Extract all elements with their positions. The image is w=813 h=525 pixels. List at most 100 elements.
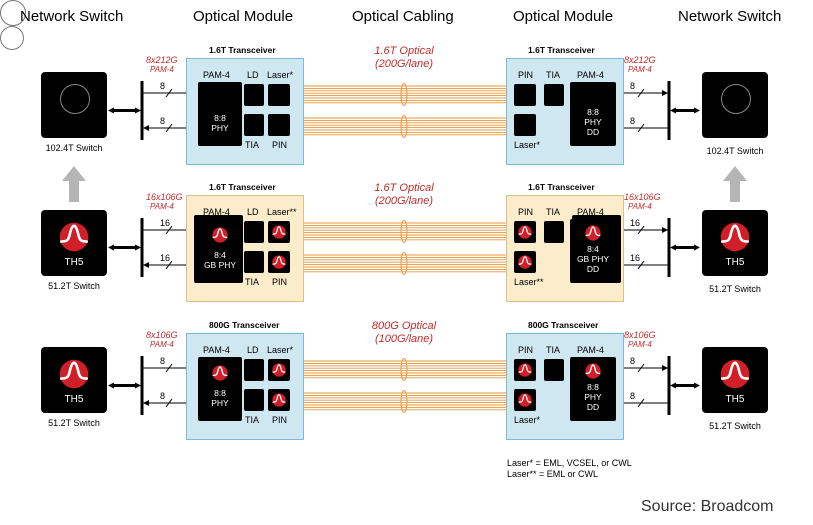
broadcom-logo-icon <box>272 255 286 269</box>
switch-chip-label: TH5 <box>725 257 745 268</box>
left-phy-chip <box>198 82 242 146</box>
right-bidirectional-arrow-icon-head-left <box>670 382 676 389</box>
right-lane-slash <box>637 225 645 235</box>
left-lane-arrow <box>143 400 149 406</box>
broadcom-logo-icon <box>518 363 532 377</box>
chip-outline-icon <box>0 26 24 50</box>
broadcom-logo-icon <box>720 359 750 389</box>
right-switch: TH5 <box>702 210 768 276</box>
fiber-bundle-tie <box>400 252 408 275</box>
right-lane-rate: 8x106G <box>624 330 656 340</box>
switch-chip-label: TH5 <box>64 257 84 268</box>
ld-label: LD <box>247 345 259 355</box>
left-pin-label: PIN <box>272 140 288 150</box>
right-bidirectional-arrow-icon-head-right <box>694 382 700 389</box>
broadcom-logo-icon <box>59 359 89 389</box>
left-pin-chip <box>268 114 290 136</box>
left-bidirectional-arrow-icon-head-left <box>108 244 114 251</box>
right-switch-caption: 102.4T Switch <box>706 146 764 156</box>
right-tia-chip <box>544 359 564 381</box>
left-transceiver-title: 800G Transceiver <box>209 320 280 330</box>
left-laser-chip <box>268 84 290 106</box>
broadcom-logo-icon <box>585 363 601 379</box>
right-transceiver-title: 1.6T Transceiver <box>528 182 595 192</box>
right-phy-text: 8:4 GB PHY DD <box>576 244 610 274</box>
right-switch-caption: 51.2T Switch <box>709 284 761 294</box>
left-lane-count-tx: 8 <box>160 81 166 91</box>
right-phy-chip <box>570 82 616 146</box>
left-bidirectional-arrow-icon-head-right <box>135 107 141 114</box>
right-lane-count-rx: 16 <box>630 253 641 263</box>
right-lane-slash <box>637 123 645 133</box>
left-lane-slash <box>165 123 173 133</box>
right-lane-arrow <box>662 90 668 96</box>
left-switch <box>41 72 107 138</box>
ld-chip <box>244 221 264 243</box>
broadcom-logo-icon <box>720 222 750 252</box>
source-credit: Source: Broadcom <box>641 498 774 515</box>
laser-footnote-single: Laser* = EML, VCSEL, or CWL <box>507 458 632 468</box>
left-lane-arrow <box>143 262 149 268</box>
left-lane-slash <box>165 260 173 270</box>
left-lane-modulation: PAM-4 <box>150 202 174 211</box>
right-lane-slash <box>637 260 645 270</box>
left-lane-rate: 16x106G <box>146 192 183 202</box>
left-lane-count-rx: 8 <box>160 116 166 126</box>
left-lane-slash <box>165 398 173 408</box>
header-network-switch-right: Network Switch <box>678 8 782 25</box>
left-upgrade-arrow-icon-shaft <box>69 180 79 202</box>
left-bidirectional-arrow-icon-head-left <box>108 382 114 389</box>
right-tia-label: TIA <box>546 207 561 217</box>
ld-label: LD <box>247 207 259 217</box>
right-phy-text: 8:8 PHY DD <box>584 107 602 137</box>
right-lane-rate: 8x212G <box>624 55 656 65</box>
right-lane-slash <box>637 363 645 373</box>
fiber-bundle-tie <box>400 83 408 106</box>
right-lane-modulation: PAM-4 <box>628 202 652 211</box>
fiber-bundle-tie <box>400 220 408 243</box>
right-pam-label: PAM-4 <box>577 345 604 355</box>
header-optical-cabling: Optical Cabling <box>352 8 454 25</box>
left-lane-count-tx: 8 <box>160 356 166 366</box>
right-laser-chip <box>514 114 536 136</box>
right-phy-text: 8:8 PHY DD <box>584 382 602 412</box>
switch-chip-label: TH5 <box>64 394 84 405</box>
left-lane-slash <box>165 225 173 235</box>
broadcom-logo-icon <box>272 393 286 407</box>
right-bidirectional-arrow-icon-head-right <box>694 107 700 114</box>
header-optical-module-right: Optical Module <box>513 8 614 25</box>
left-pam-label: PAM-4 <box>203 70 230 80</box>
left-pam-label: PAM-4 <box>203 207 230 217</box>
fiber-bundle-tie <box>400 115 408 138</box>
left-laser-label: Laser* <box>267 70 294 80</box>
optical-rate-label: 1.6T Optical (200G/lane) <box>374 45 434 70</box>
right-lane-arrow <box>662 227 668 233</box>
left-switch: TH5 <box>41 347 107 413</box>
header-optical-module-left: Optical Module <box>193 8 294 25</box>
ld-label: LD <box>247 70 259 80</box>
right-tia-label: TIA <box>546 70 561 80</box>
fiber-bundle-tie <box>400 390 408 413</box>
broadcom-logo-icon <box>518 393 532 407</box>
left-lane-slash <box>165 363 173 373</box>
right-lane-count-tx: 8 <box>630 81 636 91</box>
left-bidirectional-arrow-icon-head-left <box>108 107 114 114</box>
right-lane-slash <box>637 88 645 98</box>
right-pin-label: PIN <box>518 345 534 355</box>
right-lane-slash <box>637 398 645 408</box>
right-transceiver-title: 1.6T Transceiver <box>528 45 595 55</box>
chip-outline-icon <box>0 0 26 26</box>
left-switch: TH5 <box>41 210 107 276</box>
broadcom-logo-icon <box>59 222 89 252</box>
switch-chip-outline-icon <box>721 84 751 114</box>
left-tia-chip <box>244 114 264 136</box>
left-laser-label: Laser* <box>267 345 294 355</box>
right-tia-chip <box>544 84 564 106</box>
right-lane-arrow <box>662 365 668 371</box>
ld-chip <box>244 84 264 106</box>
broadcom-logo-icon <box>518 255 532 269</box>
right-upgrade-arrow-icon <box>723 166 747 181</box>
left-pin-label: PIN <box>272 415 288 425</box>
